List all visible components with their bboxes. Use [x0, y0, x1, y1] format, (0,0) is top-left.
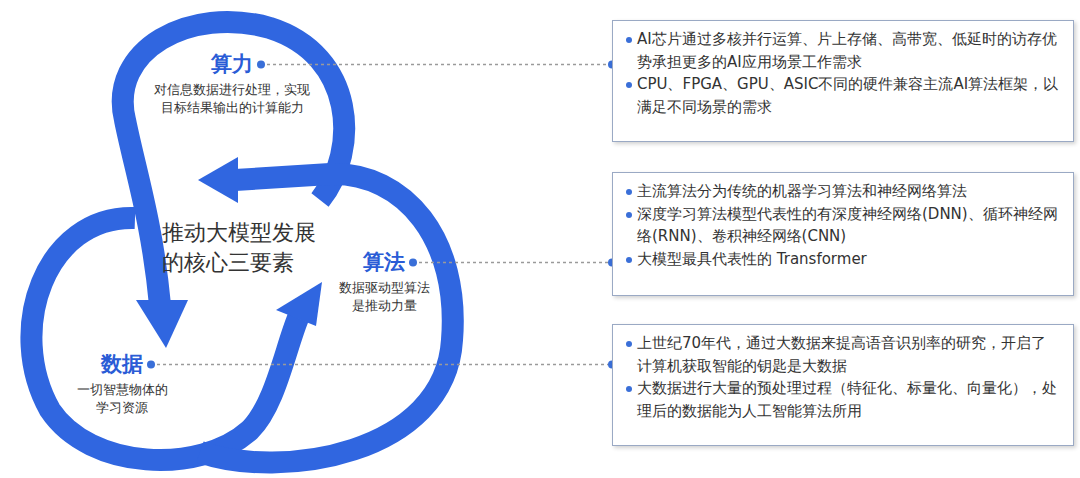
- leader-line: [151, 364, 612, 366]
- leader-line: [261, 64, 612, 66]
- bullet-dot: [626, 341, 632, 347]
- info-box: AI芯片通过多核并行运算、片上存储、高带宽、低延时的访存优势承担更多的AI应用场…: [612, 20, 1074, 142]
- info-box: 主流算法分为传统的机器学习算法和神经网络算法深度学习算法模型代表性的有深度神经网…: [612, 172, 1074, 296]
- bullet-item: 深度学习算法模型代表性的有深度神经网络(DNN)、循环神经网络(RNN)、卷积神…: [625, 203, 1061, 248]
- arrow-head: [198, 157, 238, 203]
- bullet-item: 主流算法分为传统的机器学习算法和神经网络算法: [625, 180, 1061, 203]
- bullet-dot: [626, 37, 632, 43]
- factor-description: 一切智慧物体的学习资源: [72, 381, 172, 416]
- factor-description: 数据驱动型算法是推动力量: [334, 279, 434, 314]
- leader-line: [413, 262, 612, 264]
- factor-heading: 算法: [363, 250, 405, 275]
- bullet-dot: [626, 257, 632, 263]
- bullet-text: 大模型最具代表性的 Transformer: [637, 250, 867, 268]
- bullet-dot: [626, 212, 632, 218]
- bullet-item: AI芯片通过多核并行运算、片上存储、高带宽、低延时的访存优势承担更多的AI应用场…: [625, 28, 1061, 73]
- factor-label: 数据一切智慧物体的学习资源: [72, 352, 172, 416]
- arrow-head: [276, 282, 322, 326]
- bullet-dot: [626, 189, 632, 195]
- bullet-item: CPU、FPGA、GPU、ASIC不同的硬件兼容主流AI算法框架，以满足不同场景…: [625, 73, 1061, 118]
- leader-dot: [257, 61, 265, 69]
- factor-label: 算力对信息数据进行处理，实现目标结果输出的计算能力: [148, 52, 316, 116]
- leader-dot: [409, 259, 417, 267]
- bullet-text: 深度学习算法模型代表性的有深度神经网络(DNN)、循环神经网络(RNN)、卷积神…: [637, 205, 1058, 246]
- leader-dot: [147, 361, 155, 369]
- factor-heading: 算力: [211, 52, 253, 77]
- info-box: 上世纪70年代，通过大数据来提高语音识别率的研究，开启了计算机获取智能的钥匙是大…: [612, 324, 1074, 446]
- loop-stroke: [200, 174, 453, 463]
- bullet-text: 主流算法分为传统的机器学习算法和神经网络算法: [637, 182, 967, 200]
- bullet-dot: [626, 82, 632, 88]
- bullet-item: 大数据进行大量的预处理过程（特征化、标量化、向量化），处理后的数据能为人工智能算…: [625, 377, 1061, 422]
- bullet-text: 大数据进行大量的预处理过程（特征化、标量化、向量化），处理后的数据能为人工智能算…: [637, 379, 1057, 420]
- bullet-dot: [626, 386, 632, 392]
- bullet-text: CPU、FPGA、GPU、ASIC不同的硬件兼容主流AI算法框架，以满足不同场景…: [637, 75, 1058, 116]
- bullet-text: 上世纪70年代，通过大数据来提高语音识别率的研究，开启了计算机获取智能的钥匙是大…: [637, 334, 1046, 375]
- bullet-item: 大模型最具代表性的 Transformer: [625, 248, 1061, 271]
- bullet-item: 上世纪70年代，通过大数据来提高语音识别率的研究，开启了计算机获取智能的钥匙是大…: [625, 332, 1061, 377]
- arrow-head: [136, 300, 188, 348]
- factor-description: 对信息数据进行处理，实现目标结果输出的计算能力: [148, 81, 316, 116]
- bullet-text: AI芯片通过多核并行运算、片上存储、高带宽、低延时的访存优势承担更多的AI应用场…: [637, 30, 1057, 71]
- factor-heading: 数据: [101, 352, 143, 377]
- center-title: 推动大模型发展的核心三要素: [162, 218, 322, 277]
- factor-label: 算法数据驱动型算法是推动力量: [334, 250, 434, 314]
